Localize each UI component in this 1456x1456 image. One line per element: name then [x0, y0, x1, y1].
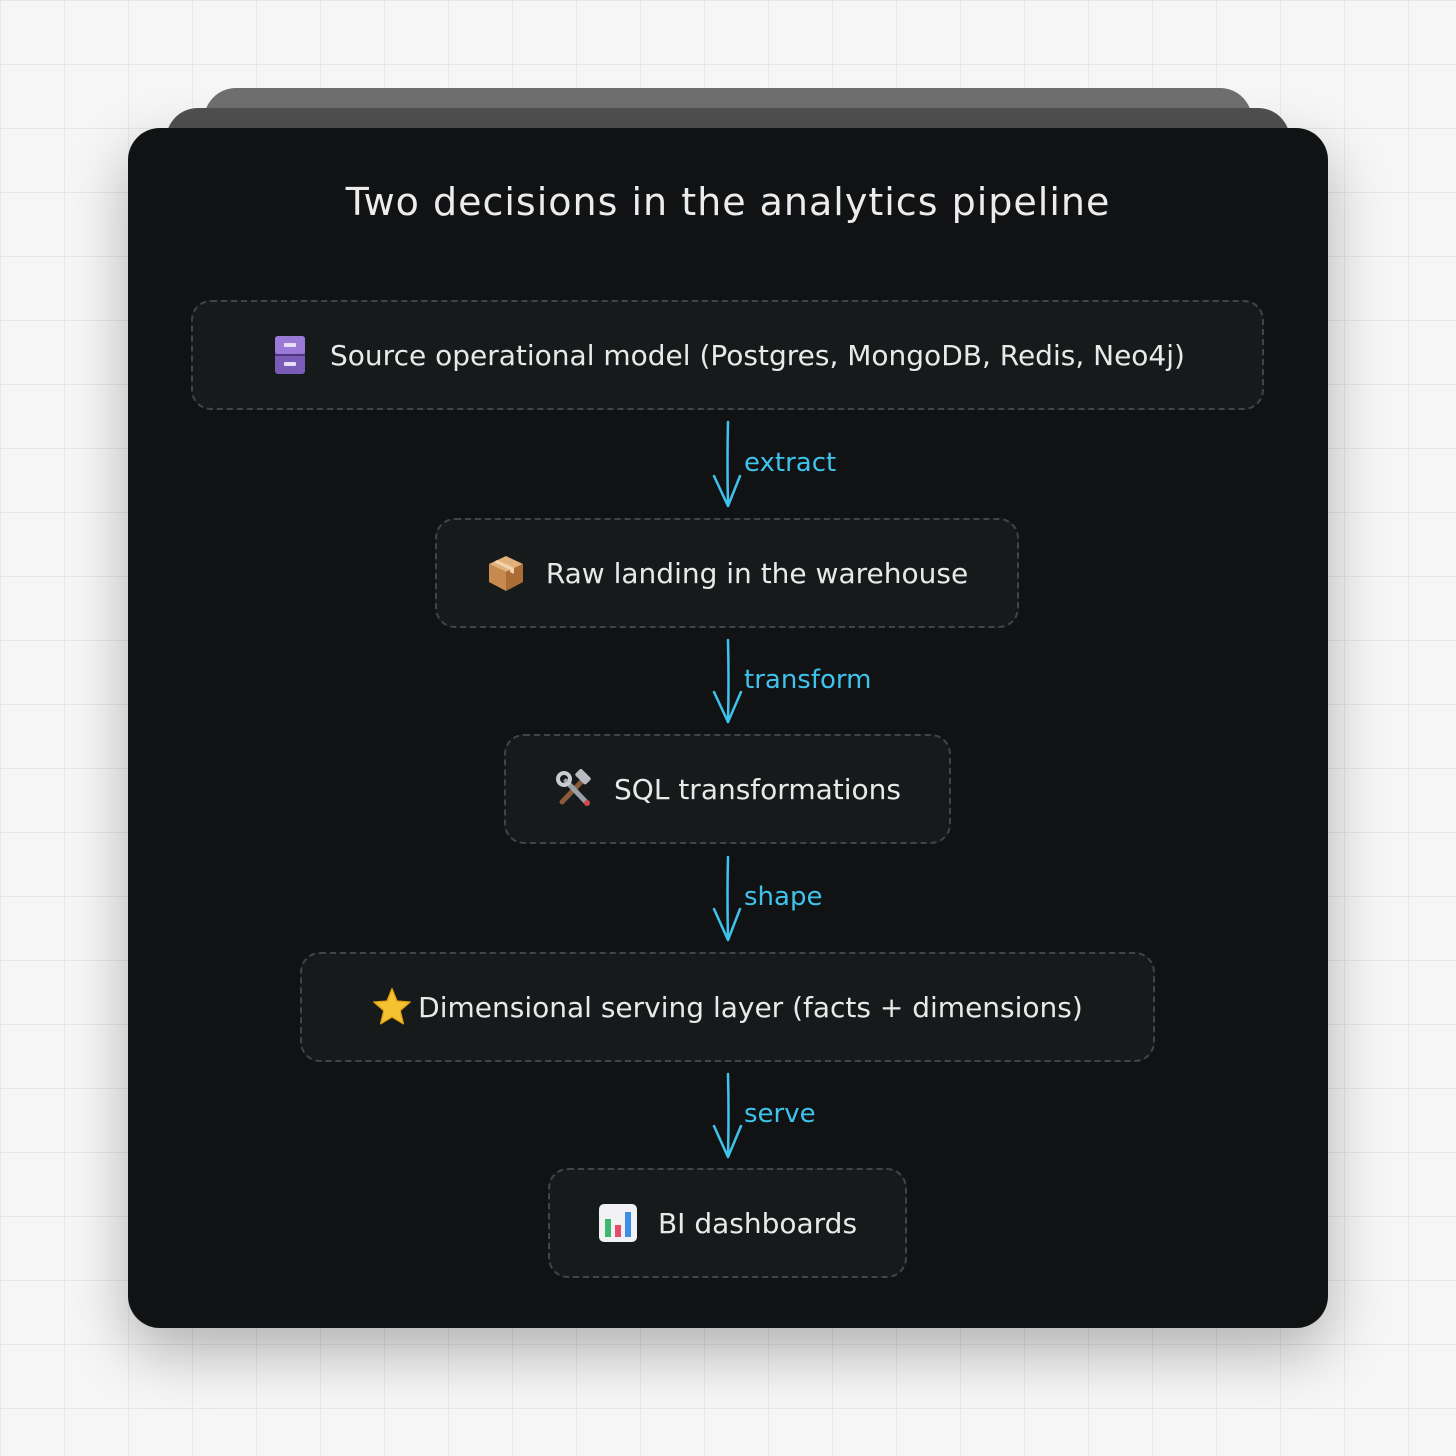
bar-chart-icon: [598, 1203, 638, 1243]
node-raw-landing: Raw landing in the warehouse: [435, 518, 1019, 628]
package-icon: [486, 553, 526, 593]
node-label: Raw landing in the warehouse: [545, 556, 969, 590]
edge-label-serve: serve: [744, 1099, 816, 1129]
star-icon: [372, 987, 412, 1027]
node-label: SQL transformations: [614, 772, 901, 806]
file-cabinet-icon: [270, 335, 310, 375]
node-label: BI dashboards: [657, 1206, 858, 1240]
node-label: Dimensional serving layer (facts + dimen…: [418, 990, 1083, 1024]
node-source-operational-model: Source operational model (Postgres, Mong…: [191, 300, 1264, 410]
node-dimensional-serving-layer: Dimensional serving layer (facts + dimen…: [300, 952, 1155, 1062]
edge-label-transform: transform: [744, 665, 872, 695]
edge-label-shape: shape: [744, 882, 823, 912]
diagram-title: Two decisions in the analytics pipeline: [345, 180, 1111, 224]
node-label: Source operational model (Postgres, Mong…: [330, 338, 1185, 372]
edge-label-extract: extract: [744, 448, 837, 478]
node-sql-transformations: SQL transformations: [504, 734, 951, 844]
node-bi-dashboards: BI dashboards: [548, 1168, 907, 1278]
hammer-wrench-icon: [554, 769, 594, 809]
